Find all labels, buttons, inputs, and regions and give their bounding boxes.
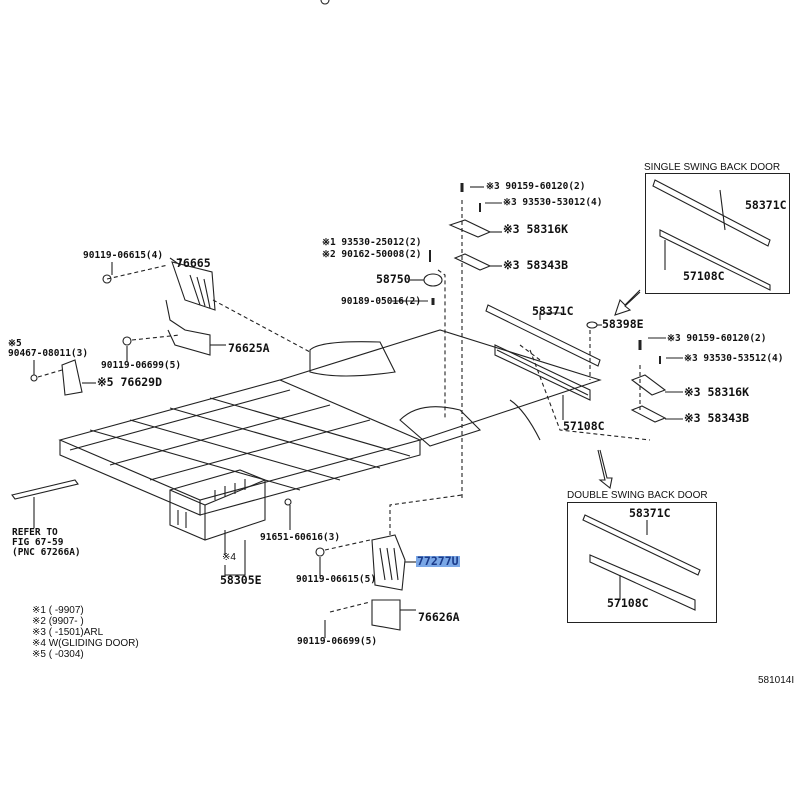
note-4: ※4 W(GLIDING DOOR) xyxy=(32,638,139,649)
floor-mat xyxy=(11,479,79,500)
label-57108C[interactable]: 57108C xyxy=(563,419,605,433)
note-5: ※5 ( -0304) xyxy=(32,649,84,660)
label-93530-25012[interactable]: ※1 93530-25012(2) xyxy=(322,237,422,248)
label-90159-60120-b[interactable]: ※3 90159-60120(2) xyxy=(667,333,767,344)
single-swing-title: SINGLE SWING BACK DOOR xyxy=(644,162,781,173)
label-58305E[interactable]: 58305E xyxy=(220,573,262,587)
note-mark-5: ※5 xyxy=(8,338,22,349)
floor-frame xyxy=(58,329,602,516)
label-76665[interactable]: 76665 xyxy=(176,256,211,270)
refer-line-2[interactable]: FIG 67-59 xyxy=(12,537,64,548)
label-58316K-b[interactable]: ※3 58316K xyxy=(684,385,750,399)
label-90162-50008[interactable]: ※2 90162-50008(2) xyxy=(322,249,422,260)
refer-line-1: REFER TO xyxy=(12,527,58,538)
arrow-to-double xyxy=(597,449,613,489)
note-mark-4: ※4 xyxy=(222,552,236,563)
label-91651-60616[interactable]: 91651-60616(3) xyxy=(260,532,341,543)
arrow-to-single xyxy=(614,289,641,316)
label-93530-53512[interactable]: ※3 93530-53512(4) xyxy=(684,353,784,364)
label-90119-06699-5b[interactable]: 90119-06699(5) xyxy=(297,636,378,647)
note-2: ※2 (9907- ) xyxy=(32,616,84,627)
label-90119-06615-4[interactable]: 90119-06615(4) xyxy=(83,250,164,261)
label-76626A[interactable]: 76626A xyxy=(418,610,460,624)
note-3: ※3 ( -1501)ARL xyxy=(32,627,104,638)
storage-box xyxy=(169,469,266,541)
label-58316K-a[interactable]: ※3 58316K xyxy=(503,222,569,236)
label-58343B-a[interactable]: ※3 58343B xyxy=(503,258,569,272)
single-swing-part-57108C[interactable]: 57108C xyxy=(683,269,725,283)
label-76625A[interactable]: 76625A xyxy=(228,341,270,355)
single-swing-part-58371C[interactable]: 58371C xyxy=(745,198,787,212)
label-58398E[interactable]: 58398E xyxy=(602,317,644,331)
label-90189-05016[interactable]: 90189-05016(2) xyxy=(341,296,422,307)
double-swing-title: DOUBLE SWING BACK DOOR xyxy=(567,490,708,501)
label-58343B-b[interactable]: ※3 58343B xyxy=(684,411,750,425)
label-58750[interactable]: 58750 xyxy=(376,272,411,286)
label-93530-53012[interactable]: ※3 93530-53012(4) xyxy=(503,197,603,208)
label-58371C[interactable]: 58371C xyxy=(532,304,574,318)
note-1: ※1 ( -9907) xyxy=(32,605,84,616)
label-90467-08011[interactable]: 90467-08011(3) xyxy=(8,348,89,359)
refer-line-3: (PNC 67266A) xyxy=(12,547,81,558)
label-77277U-highlighted[interactable]: 77277U xyxy=(416,554,460,568)
double-swing-part-58371C[interactable]: 58371C xyxy=(629,506,671,520)
single-swing-inset xyxy=(645,173,790,294)
label-90119-06615-5[interactable]: 90119-06615(5) xyxy=(296,574,377,585)
label-90159-60120-a[interactable]: ※3 90159-60120(2) xyxy=(486,181,586,192)
double-swing-part-57108C[interactable]: 57108C xyxy=(607,596,649,610)
label-90119-06699-5[interactable]: 90119-06699(5) xyxy=(101,360,182,371)
diagram-id: 581014I xyxy=(758,675,795,686)
double-swing-inset xyxy=(567,502,717,623)
label-76629D[interactable]: ※5 76629D xyxy=(97,375,163,389)
